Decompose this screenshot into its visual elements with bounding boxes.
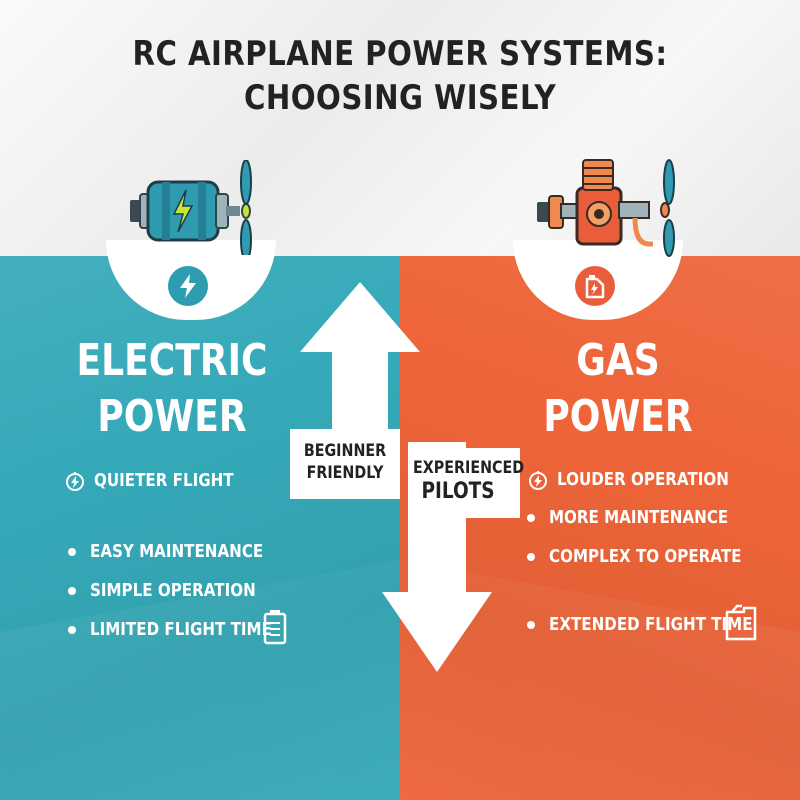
- title-line-2: CHOOSING WISELY: [243, 78, 557, 118]
- electric-badge: [165, 263, 211, 309]
- gas-item-more-maintenance: MORE MAINTENANCE: [527, 507, 762, 529]
- bullet: [68, 548, 76, 556]
- gas-item-text: MORE MAINTENANCE: [549, 507, 729, 528]
- electric-item-text: LIMITED FLIGHT TIME: [90, 619, 272, 640]
- gas-item-text: COMPLEX TO OPERATE: [549, 546, 742, 567]
- loud-timer-icon: [529, 471, 547, 490]
- fuel-can-icon: [575, 266, 615, 306]
- electric-heading-line-2: POWER: [97, 391, 247, 442]
- beginner-label-line-1: BEGINNER: [303, 441, 387, 461]
- bullet: [68, 587, 76, 595]
- gas-engine-icon: [537, 159, 675, 257]
- bullet: [527, 553, 535, 561]
- bullet: [527, 514, 535, 522]
- electric-highlight-text: QUIETER FLIGHT: [94, 470, 234, 491]
- electric-item-limited-flight-time: LIMITED FLIGHT TIME: [68, 619, 307, 641]
- bullet: [68, 626, 76, 634]
- fuel-jerrycan-icon: [725, 604, 757, 641]
- electric-item-easy-maintenance: EASY MAINTENANCE: [68, 541, 296, 563]
- beginner-up-arrow: [300, 282, 420, 498]
- electric-item-text: EASY MAINTENANCE: [90, 541, 264, 562]
- experienced-pilots-label: EXPERIENCED PILOTS: [408, 448, 525, 518]
- gas-highlight: LOUDER OPERATION: [527, 469, 762, 491]
- beginner-label-line-2: FRIENDLY: [306, 463, 384, 483]
- gas-heading-line-2: POWER: [543, 391, 693, 442]
- electric-item-text: SIMPLE OPERATION: [90, 580, 256, 601]
- gas-item-text: EXTENDED FLIGHT TIME: [549, 614, 753, 635]
- gas-badge: [572, 263, 618, 309]
- page-title: RC AIRPLANE POWER SYSTEMS: CHOOSING WISE…: [0, 32, 800, 120]
- experienced-label-line-2: PILOTS: [421, 479, 495, 504]
- electric-motor-icon: [130, 160, 252, 255]
- gas-item-extended-flight-time: EXTENDED FLIGHT TIME: [527, 614, 791, 636]
- electric-heading: ELECTRIC POWER: [40, 333, 304, 445]
- gas-heading-line-1: GAS: [576, 335, 660, 386]
- gas-heading: GAS POWER: [508, 333, 728, 445]
- lightning-bolt-icon: [168, 266, 208, 306]
- bullet: [527, 621, 535, 629]
- gas-panel: [400, 256, 800, 800]
- experienced-label-line-1: EXPERIENCED: [413, 458, 525, 478]
- electric-heading-line-1: ELECTRIC: [76, 335, 268, 386]
- quiet-timer-icon: [66, 472, 84, 491]
- gas-item-complex-to-operate: COMPLEX TO OPERATE: [527, 546, 778, 568]
- battery-icon: [263, 610, 287, 645]
- beginner-friendly-label: BEGINNER FRIENDLY: [290, 429, 400, 499]
- electric-item-simple-operation: SIMPLE OPERATION: [68, 580, 287, 602]
- electric-highlight: QUIETER FLIGHT: [64, 470, 260, 492]
- gas-highlight-text: LOUDER OPERATION: [557, 469, 729, 490]
- title-line-1: RC AIRPLANE POWER SYSTEMS:: [132, 34, 668, 74]
